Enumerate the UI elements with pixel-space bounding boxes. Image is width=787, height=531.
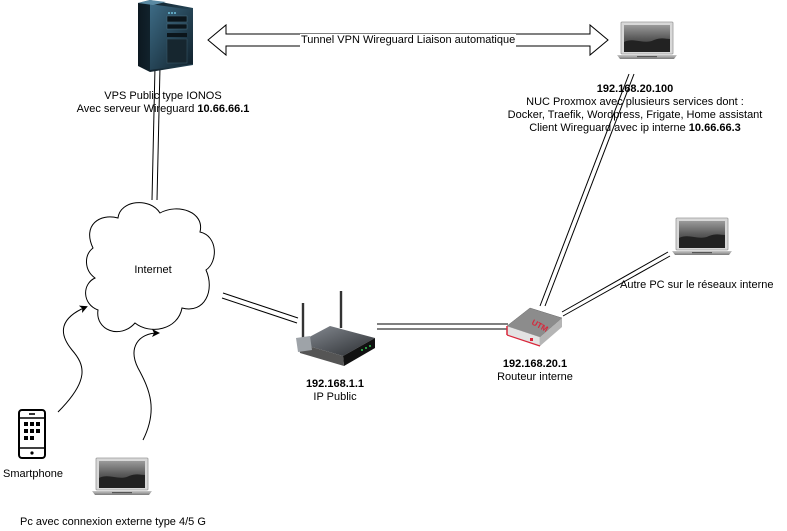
vps-label: VPS Public type IONOS Avec serveur Wireg… (68, 90, 258, 116)
router-internal-desc: Routeur interne (497, 371, 573, 383)
router-public-ip: 192.168.1.1 (305, 378, 365, 390)
wireless-router-icon[interactable] (296, 291, 375, 366)
smartphone-label: Smartphone (3, 468, 63, 480)
internet-label: Internet (134, 264, 172, 276)
vps-wireguard-ip: 10.66.66.1 (197, 103, 250, 115)
router-internal-ip: 192.168.20.1 (502, 358, 568, 370)
nuc-label-line3: Client Wireguard avec ip interne 10.66.6… (529, 122, 741, 134)
vps-label-line2: Avec serveur Wireguard 10.66.66.1 (68, 103, 258, 116)
link-utm-nuc (539, 73, 635, 307)
laptop-icon[interactable] (616, 21, 678, 60)
tunnel-label: Tunnel VPN Wireguard Liaison automatique (300, 34, 517, 47)
router-public-desc: IP Public (313, 391, 357, 403)
vps-label-line1: VPS Public type IONOS (104, 90, 222, 102)
server-tower-icon[interactable] (138, 0, 193, 72)
arrow-external-pc-internet (133, 329, 160, 441)
router-public-label: 192.168.1.1 IP Public (290, 378, 380, 404)
external-pc-label: Pc avec connexion externe type 4/5 G (20, 516, 206, 528)
link-router-utm (377, 323, 508, 330)
utm-firewall-icon[interactable]: UTM (506, 307, 563, 347)
nuc-label-line2: Docker, Traefik, Wordpress, Frigate, Hom… (507, 109, 763, 121)
link-internet-router (221, 292, 299, 324)
laptop-icon[interactable] (91, 457, 153, 496)
nuc-label-line1: NUC Proxmox avec plusieurs services dont… (526, 96, 744, 108)
smartphone-icon[interactable] (18, 409, 46, 459)
link-utm-other-pc (561, 251, 671, 317)
nuc-wireguard-ip: 10.66.66.3 (688, 122, 741, 134)
link-vps-internet (151, 66, 161, 201)
laptop-icon[interactable] (671, 217, 733, 256)
vps-label-text: Avec serveur Wireguard (76, 103, 198, 115)
cloud-icon[interactable] (85, 202, 215, 333)
other-pc-label: Autre PC sur le réseaux interne (620, 279, 774, 291)
nuc-label: 192.168.20.100 NUC Proxmox avec plusieur… (490, 83, 780, 135)
arrow-smartphone-internet (57, 305, 88, 413)
nuc-ip: 192.168.20.100 (596, 83, 674, 95)
router-internal-label: 192.168.20.1 Routeur interne (480, 358, 590, 384)
